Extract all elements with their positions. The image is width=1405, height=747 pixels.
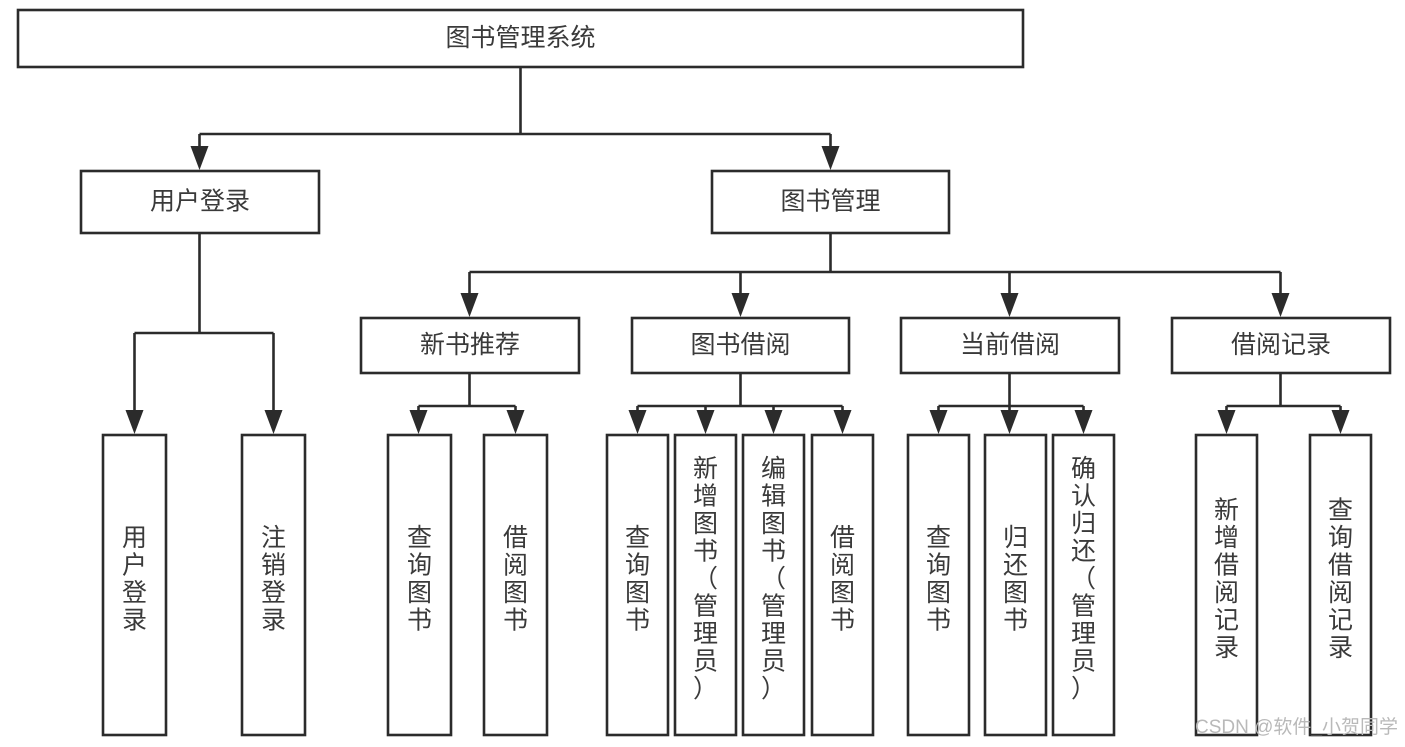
- csdn-watermark: CSDN @软件_小贺同学: [1195, 716, 1398, 738]
- node-book-manage[interactable]: 图书管理: [710, 169, 951, 235]
- arrow-leaf-1-icon: [125, 410, 144, 434]
- node-leaf-add-book-admin[interactable]: 新增图书（管理员）: [673, 433, 738, 737]
- node-leaf-return-book[interactable]: 归还图书: [983, 433, 1048, 737]
- arrow-leaf-2-icon: [264, 410, 283, 434]
- arrow-leaf-6-icon: [696, 410, 715, 434]
- arrow-leaf-4-icon: [506, 410, 525, 434]
- node-leaf-query-book-cur[interactable]: 查询图书: [906, 433, 971, 737]
- arrow-leaf-12-icon: [1217, 410, 1236, 434]
- node-box-borrow-record: [1170, 316, 1392, 375]
- node-borrow-record[interactable]: 借阅记录: [1170, 316, 1392, 375]
- arrow-leaf-9-icon: [929, 410, 948, 434]
- node-label-leaf-confirm-return-admin: 确认归还（管理员）: [1071, 455, 1096, 703]
- node-label-leaf-return-book: 归还图书: [1003, 524, 1028, 635]
- node-root[interactable]: 图书管理系统: [16, 8, 1025, 69]
- node-box-leaf-query-book-cur: [906, 433, 971, 737]
- node-box-leaf-query-borrow-record: [1308, 433, 1373, 737]
- arrow-leaf-8-icon: [833, 410, 852, 434]
- node-leaf-borrow-book-rec[interactable]: 借阅图书: [482, 433, 549, 737]
- node-box-root: [16, 8, 1025, 69]
- node-box-leaf-add-borrow-record: [1194, 433, 1259, 737]
- node-label-book-borrow: 图书借阅: [690, 331, 790, 359]
- node-box-book-borrow: [630, 316, 851, 375]
- arrow-current-borrow-icon: [1000, 293, 1019, 317]
- arrow-leaf-5-icon: [628, 410, 647, 434]
- node-label-user-login: 用户登录: [150, 188, 250, 216]
- node-leaf-user-login[interactable]: 用户登录: [101, 433, 168, 737]
- node-box-leaf-add-book-admin: [673, 433, 738, 737]
- node-label-leaf-borrow-book-rec: 借阅图书: [503, 524, 528, 635]
- node-leaf-query-book-borrow[interactable]: 查询图书: [605, 433, 670, 737]
- node-box-current-borrow: [899, 316, 1121, 375]
- node-new-book-rec[interactable]: 新书推荐: [359, 316, 581, 375]
- node-label-leaf-borrow-book: 借阅图书: [830, 524, 855, 635]
- arrow-new-book-rec-icon: [460, 293, 479, 317]
- arrow-leaf-10-icon: [1000, 410, 1019, 434]
- node-leaf-borrow-book[interactable]: 借阅图书: [810, 433, 875, 737]
- node-label-leaf-user-login: 用户登录: [122, 524, 147, 635]
- node-leaf-user-logout[interactable]: 注销登录: [240, 433, 307, 737]
- arrow-leaf-7-icon: [764, 410, 783, 434]
- node-box-leaf-user-logout: [240, 433, 307, 737]
- node-box-new-book-rec: [359, 316, 581, 375]
- node-label-leaf-query-book-borrow: 查询图书: [625, 524, 650, 635]
- node-label-leaf-add-borrow-record: 新增借阅记录: [1214, 496, 1239, 662]
- arrow-leaf-13-icon: [1331, 410, 1350, 434]
- node-box-leaf-query-book-rec: [386, 433, 453, 737]
- node-box-leaf-user-login: [101, 433, 168, 737]
- node-box-leaf-confirm-return-admin: [1051, 433, 1116, 737]
- arrow-borrow-record-icon: [1271, 293, 1290, 317]
- node-label-root: 图书管理系统: [445, 24, 595, 52]
- node-box-leaf-query-book-borrow: [605, 433, 670, 737]
- node-current-borrow[interactable]: 当前借阅: [899, 316, 1121, 375]
- node-label-current-borrow: 当前借阅: [960, 331, 1060, 359]
- node-label-leaf-query-book-rec: 查询图书: [407, 524, 432, 635]
- node-box-user-login: [79, 169, 321, 235]
- node-label-leaf-edit-book-admin: 编辑图书（管理员）: [761, 455, 786, 703]
- node-box-leaf-edit-book-admin: [741, 433, 806, 737]
- node-label-new-book-rec: 新书推荐: [420, 331, 520, 359]
- node-leaf-edit-book-admin[interactable]: 编辑图书（管理员）: [741, 433, 806, 737]
- node-leaf-confirm-return-admin[interactable]: 确认归还（管理员）: [1051, 433, 1116, 737]
- node-label-leaf-user-logout: 注销登录: [261, 524, 286, 635]
- arrow-leaf-3-icon: [409, 410, 428, 434]
- node-label-leaf-query-borrow-record: 查询借阅记录: [1328, 496, 1353, 662]
- node-box-leaf-borrow-book-rec: [482, 433, 549, 737]
- node-label-borrow-record: 借阅记录: [1231, 331, 1331, 359]
- arrow-book-borrow-icon: [731, 293, 750, 317]
- node-box-book-manage: [710, 169, 951, 235]
- node-box-leaf-borrow-book: [810, 433, 875, 737]
- arrow-book-manage-icon: [821, 146, 840, 170]
- node-book-borrow[interactable]: 图书借阅: [630, 316, 851, 375]
- arrow-user-login-icon: [190, 146, 209, 170]
- node-label-book-manage: 图书管理: [780, 188, 880, 216]
- node-box-leaf-return-book: [983, 433, 1048, 737]
- arrow-head-layer: [125, 146, 1350, 434]
- node-layer: 图书管理系统用户登录图书管理新书推荐图书借阅当前借阅借阅记录用户登录注销登录查询…: [16, 8, 1392, 737]
- node-leaf-query-book-rec[interactable]: 查询图书: [386, 433, 453, 737]
- node-leaf-add-borrow-record[interactable]: 新增借阅记录: [1194, 433, 1259, 737]
- node-user-login[interactable]: 用户登录: [79, 169, 321, 235]
- node-label-leaf-query-book-cur: 查询图书: [926, 524, 951, 635]
- arrow-leaf-11-icon: [1074, 410, 1093, 434]
- node-leaf-query-borrow-record[interactable]: 查询借阅记录: [1308, 433, 1373, 737]
- node-label-leaf-add-book-admin: 新增图书（管理员）: [693, 455, 718, 703]
